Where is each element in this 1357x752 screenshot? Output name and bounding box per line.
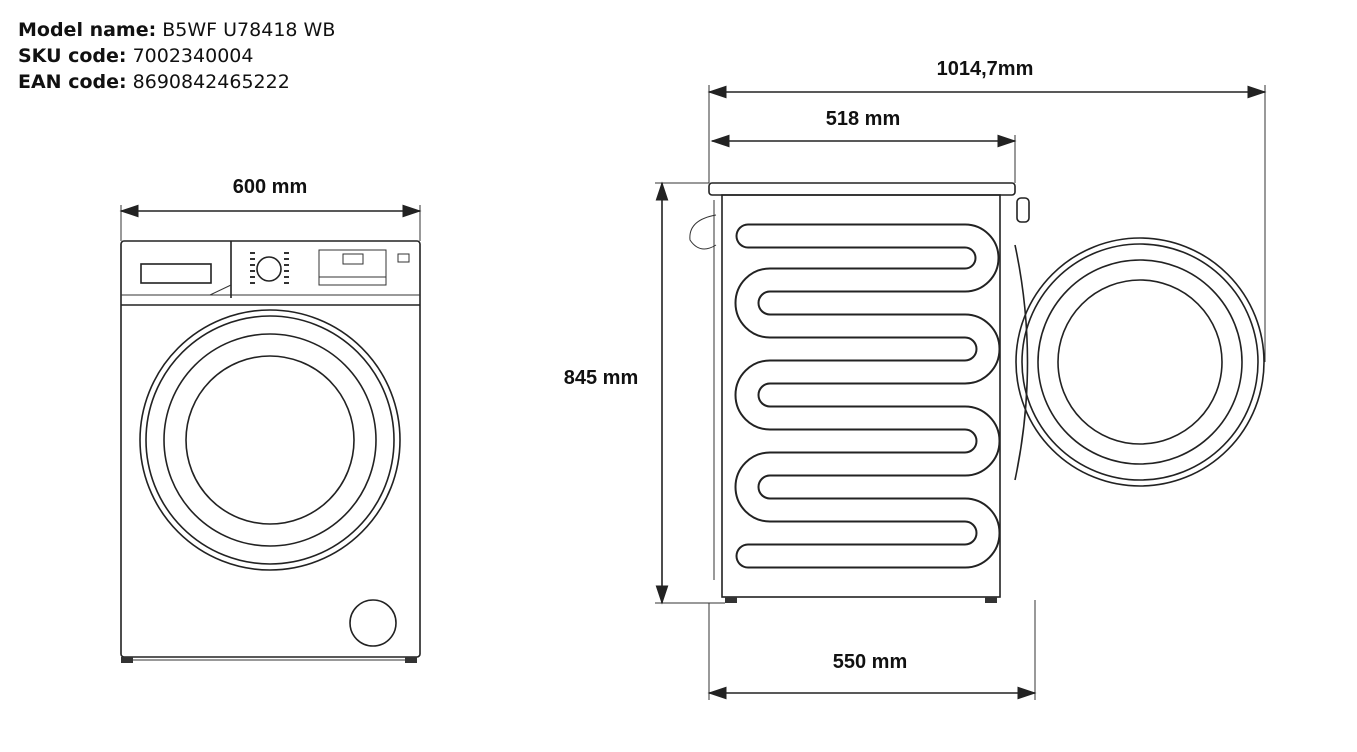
product-info: Model name: B5WF U78418 WB SKU code: 700… [18, 17, 335, 95]
height-label: 845 mm [564, 367, 639, 389]
display-panel [318, 249, 387, 286]
ean-row: EAN code: 8690842465222 [18, 71, 290, 93]
ean-value: 8690842465222 [132, 71, 290, 93]
front-width-label: 600 mm [233, 176, 308, 198]
filter-cover [349, 599, 397, 647]
door-ring [163, 333, 377, 547]
model-name-row: Model name: B5WF U78418 WB [18, 19, 336, 41]
sku-row: SKU code: 7002340004 [18, 45, 254, 67]
knob-side [1016, 197, 1030, 223]
open-door-glass [1057, 279, 1223, 445]
machine-body [120, 240, 421, 658]
side-panel [721, 194, 1001, 598]
door-outer [139, 309, 401, 571]
model-name-value: B5WF U78418 WB [162, 19, 336, 41]
open-door-ring [1037, 259, 1243, 465]
door-glass [185, 355, 355, 525]
total-depth-label: 1014,7mm [937, 58, 1034, 80]
program-knob [256, 256, 282, 282]
open-door-outer [1015, 237, 1265, 487]
body-depth-label: 518 mm [826, 108, 901, 130]
front-view: 600 mm [119, 176, 422, 663]
detergent-drawer [140, 263, 212, 284]
side-view: 1014,7mm 518 mm 845 mm 550 mm [564, 58, 1267, 700]
sku-value: 7002340004 [132, 45, 254, 67]
depth-with-door-label: 550 mm [833, 651, 908, 673]
top-plate [708, 182, 1016, 196]
